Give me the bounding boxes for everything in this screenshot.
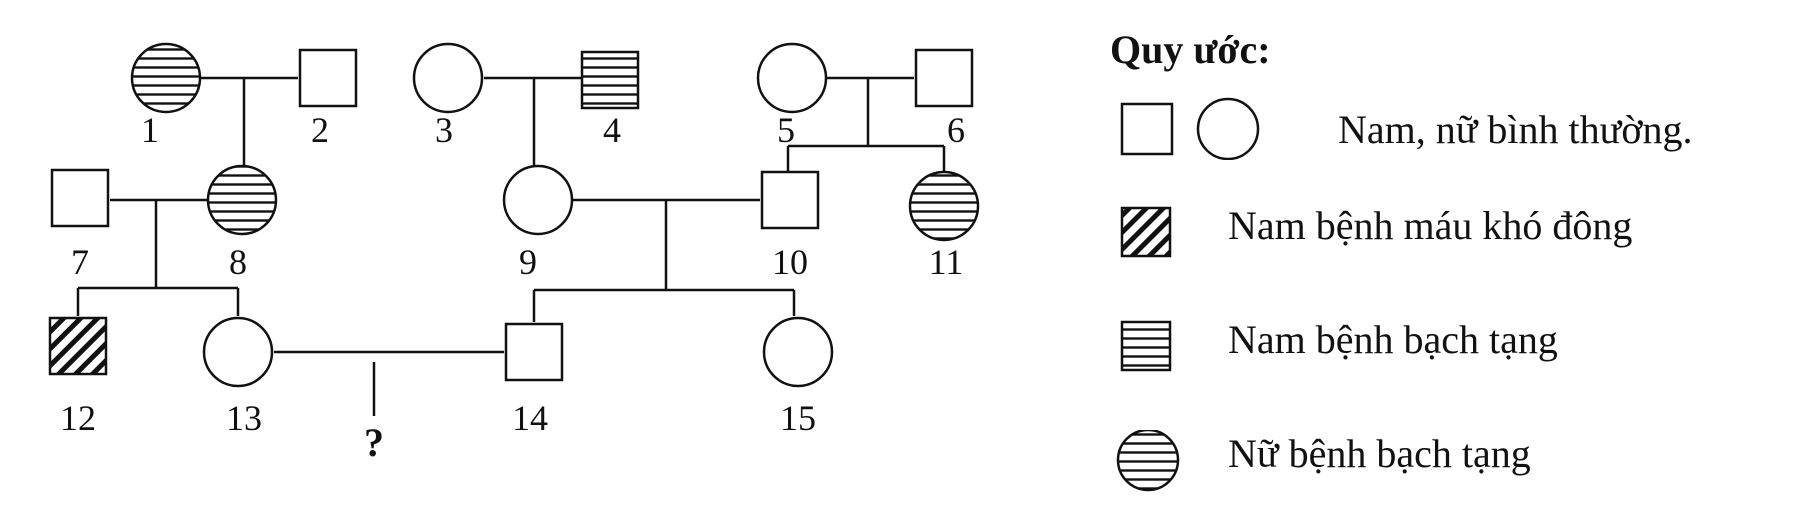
legend-text-albinism-male: Nam bệnh bạch tạng: [1228, 317, 1558, 362]
person-13-circle: [202, 316, 274, 388]
person-6-square: [914, 48, 974, 108]
legend-symbol-hemophilia: [1120, 206, 1172, 258]
person-12-label: 12: [60, 398, 96, 438]
person-8-label: 8: [229, 242, 247, 282]
person-10-label: 10: [772, 242, 808, 282]
person-12-square: [48, 316, 108, 376]
albinism-male-symbol: [1120, 320, 1172, 372]
hemophilia-male-symbol: [1120, 206, 1172, 258]
legend-symbol-albinism-male: [1120, 320, 1172, 372]
person-5-circle: [756, 42, 828, 114]
legend-text-normal: Nam, nữ bình thường.: [1338, 107, 1693, 152]
legend-text-hemophilia: Nam bệnh máu khó đông: [1228, 203, 1633, 248]
person-8-circle: [206, 164, 278, 236]
person-1-circle: [130, 42, 202, 114]
person-14-square: [504, 322, 564, 382]
person-15-label: 15: [780, 398, 816, 438]
person-2-square: [298, 48, 358, 108]
person-7-label: 7: [71, 242, 89, 282]
legend-symbol-albinism-female: [1116, 430, 1180, 492]
legend-symbol-normal: [1120, 97, 1260, 160]
normal-female-symbol: [1196, 97, 1260, 160]
normal-male-symbol: [1120, 102, 1174, 156]
person-14-label: 14: [512, 398, 548, 438]
person-11-label: 11: [929, 242, 964, 282]
person-7-square: [50, 168, 110, 228]
legend-item-albinism-female: Nữ bệnh bạch tạng: [1110, 430, 1800, 500]
person-9-label: 9: [519, 242, 537, 282]
person-13-label: 13: [226, 398, 262, 438]
albinism-female-symbol: [1116, 430, 1180, 492]
unknown-child-label: ?: [364, 420, 384, 465]
person-4-square: [580, 50, 640, 110]
person-11-circle: [908, 170, 980, 242]
legend-item-albinism-male: Nam bệnh bạch tạng: [1110, 316, 1800, 386]
legend-title: Quy ước:: [1110, 27, 1271, 72]
person-3-label: 3: [435, 110, 453, 150]
legend-text-albinism-female: Nữ bệnh bạch tạng: [1228, 431, 1531, 476]
person-6-label: 6: [947, 110, 965, 150]
legend-item-hemophilia: Nam bệnh máu khó đông: [1110, 202, 1800, 272]
person-15-circle: [762, 316, 834, 388]
pedigree-lines: [76, 76, 946, 416]
person-4-label: 4: [603, 110, 621, 150]
person-10-square: [760, 170, 820, 230]
person-9-circle: [502, 164, 574, 236]
legend: Quy ước: Nam, nữ bình thường. Nam bệnh m…: [1110, 26, 1800, 506]
person-3-circle: [412, 42, 484, 114]
person-5-label: 5: [777, 110, 795, 150]
person-2-label: 2: [311, 110, 329, 150]
legend-item-normal: Nam, nữ bình thường.: [1110, 90, 1800, 160]
person-1-label: 1: [141, 110, 159, 150]
